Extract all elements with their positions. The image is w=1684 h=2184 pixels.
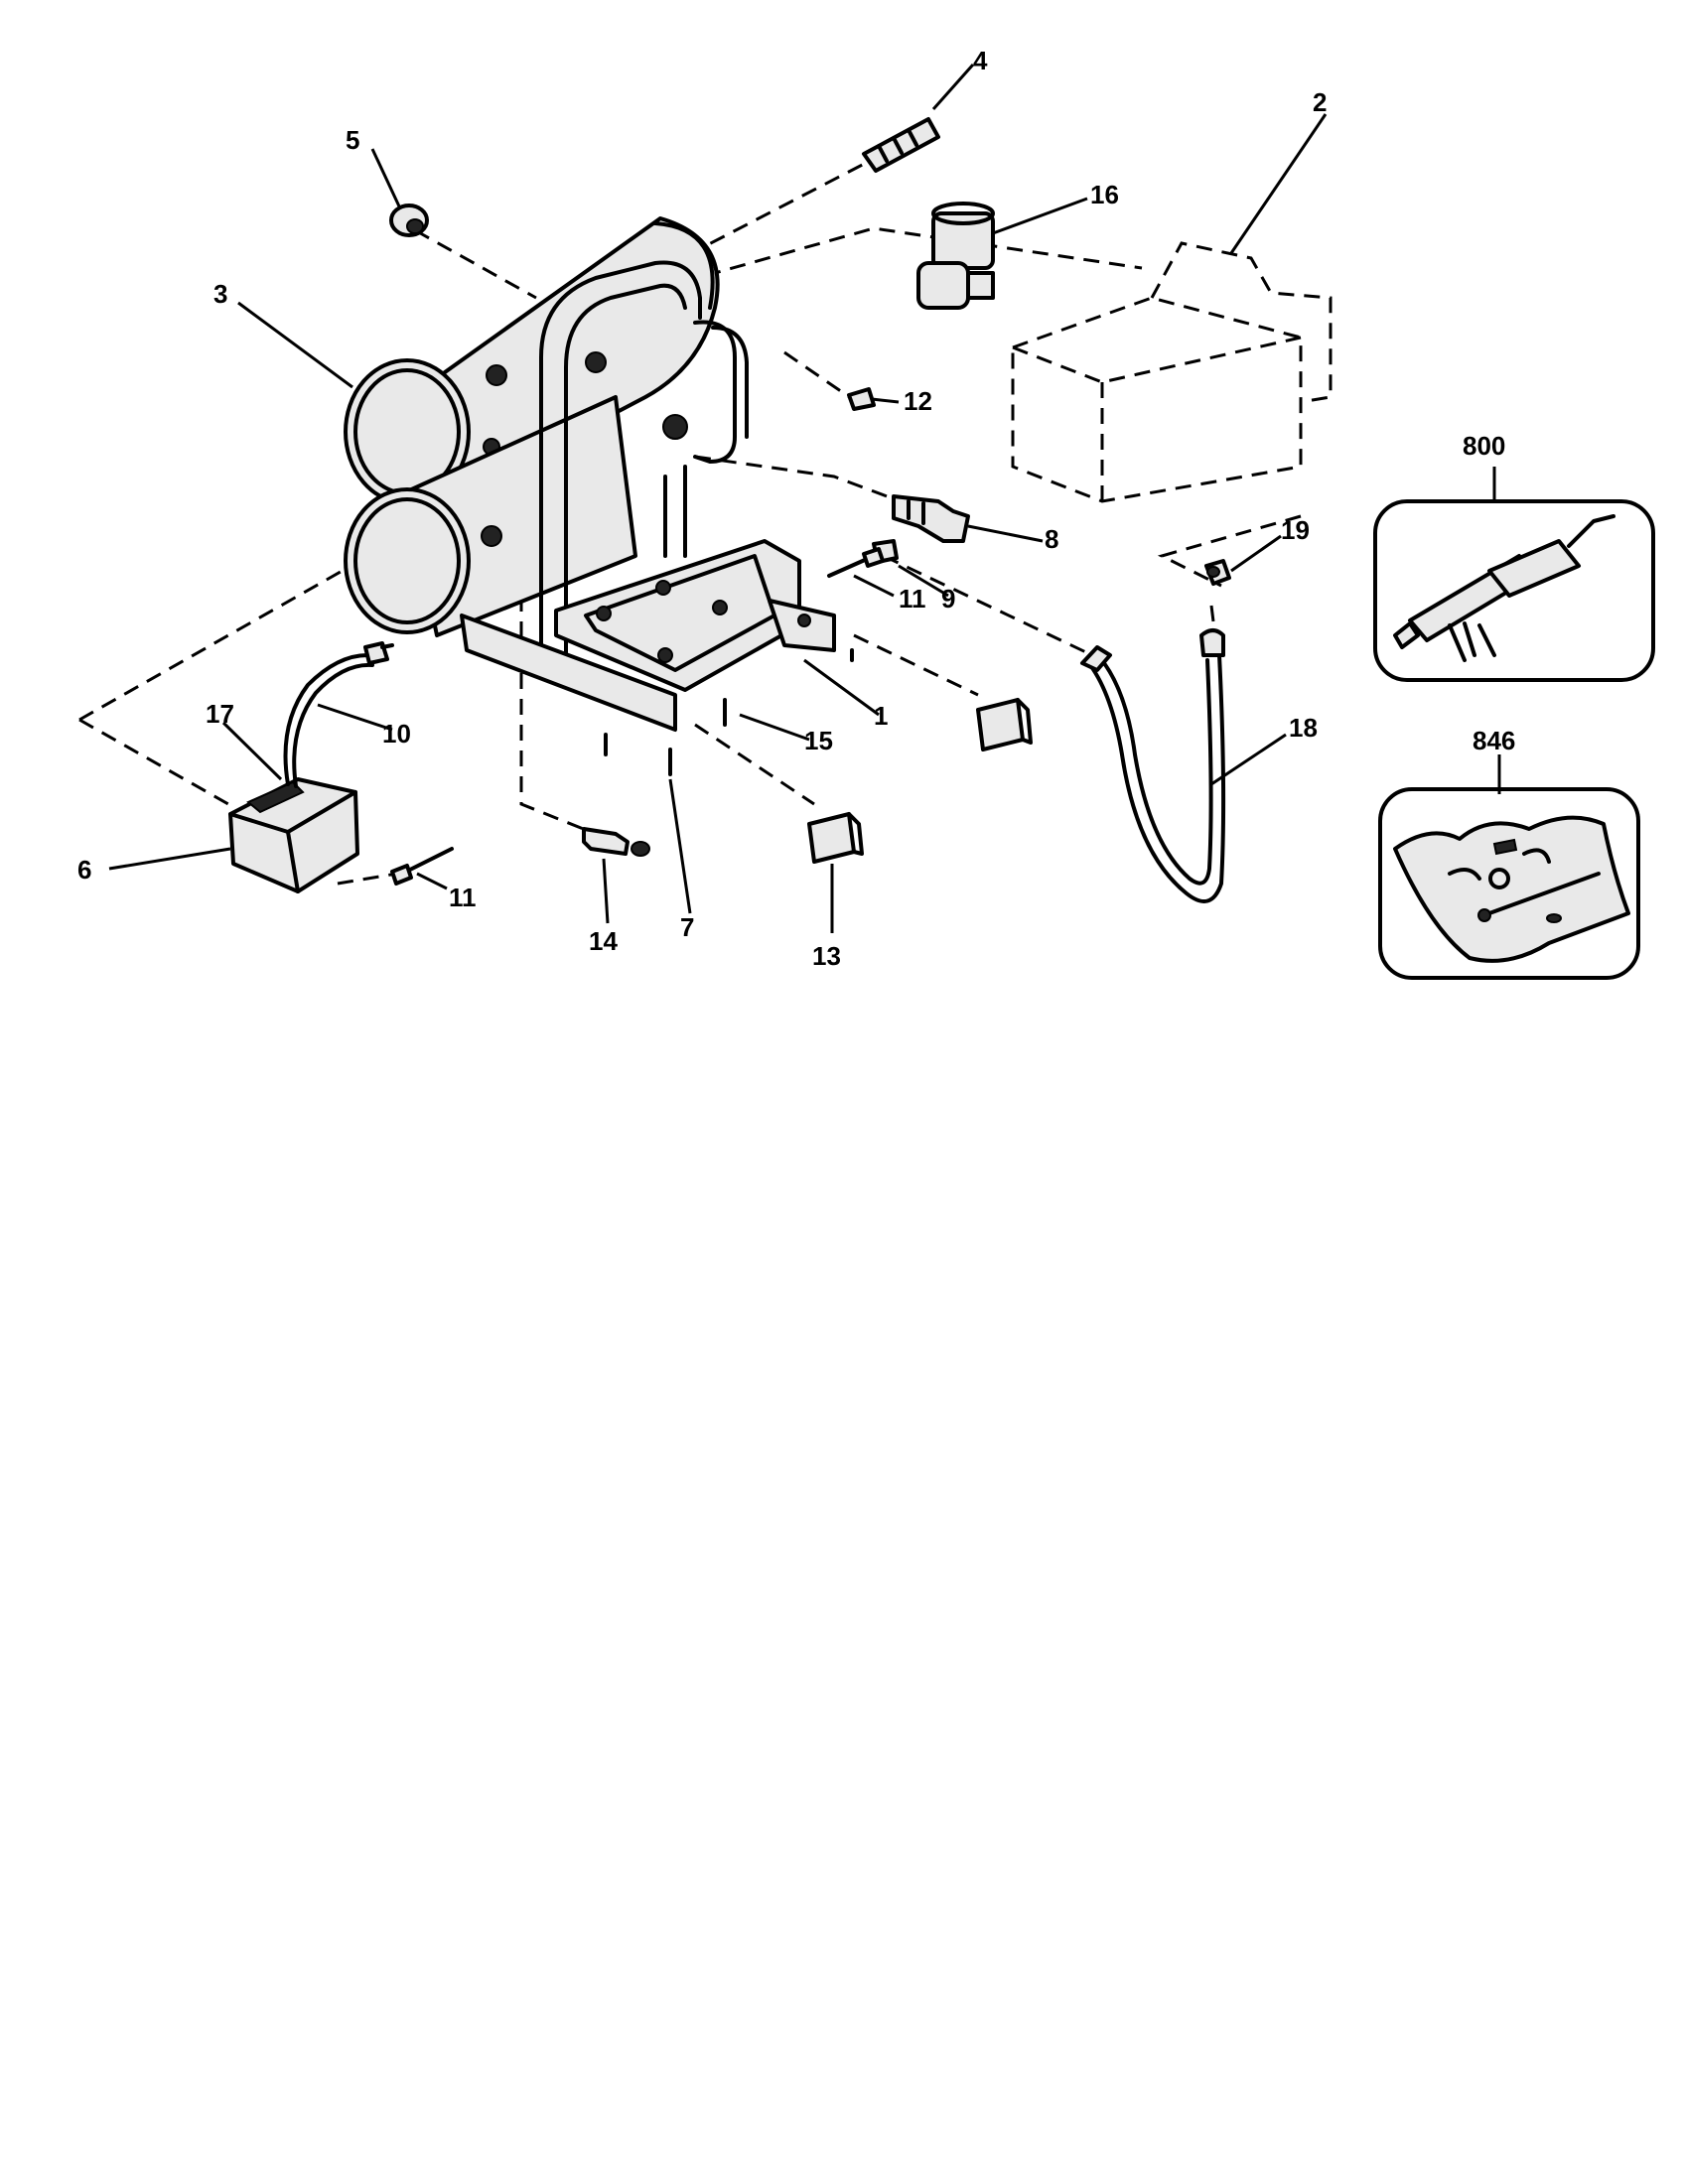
callout-2: 2: [1313, 87, 1327, 117]
pressure-switch-13: [807, 812, 864, 864]
callout-17: 17: [206, 699, 234, 729]
kit-846: [1378, 787, 1640, 980]
callout-4: 4: [973, 46, 988, 75]
callout-13: 13: [812, 941, 841, 971]
callout-3: 3: [213, 279, 227, 309]
handle-frame: [539, 260, 749, 657]
callout-labels: 4 2 5 16 3 12 800 8 19 11 9 1 18 10 15 8…: [77, 46, 1515, 971]
callout-10: 10: [382, 719, 411, 749]
hose-18: [1080, 628, 1226, 903]
callout-12: 12: [904, 386, 932, 416]
callout-19: 19: [1281, 515, 1310, 545]
kit-800: [1373, 499, 1655, 682]
callout-7: 7: [680, 912, 694, 942]
tube-11-lower: [390, 847, 454, 886]
valve-8: [892, 494, 970, 543]
callout-18: 18: [1289, 713, 1318, 743]
lower-tank: [344, 395, 637, 637]
coupler-4: [862, 117, 940, 173]
callout-1: 1: [874, 701, 888, 731]
capacitor-box-6: [228, 777, 359, 893]
foot-bumper-upper: [976, 698, 1033, 751]
fitting-19: [1204, 559, 1231, 586]
callout-9: 9: [941, 584, 955, 614]
leader-lines: [108, 64, 1501, 933]
callout-800: 800: [1463, 431, 1505, 461]
base-skid: [460, 539, 854, 776]
callout-6: 6: [77, 855, 91, 885]
callout-15: 15: [804, 726, 833, 755]
callout-11-lower: 11: [449, 883, 477, 912]
callout-14: 14: [589, 926, 618, 956]
pump-motor-outline: [1011, 241, 1333, 503]
regulator-16: [916, 202, 995, 310]
check-valve-14: [582, 827, 650, 857]
callout-8: 8: [1045, 524, 1058, 554]
callout-846: 846: [1473, 726, 1515, 755]
callout-16: 16: [1090, 180, 1119, 209]
callout-11-upper: 11: [899, 584, 926, 614]
tube-11-upper: [827, 547, 885, 578]
fitting-12: [847, 387, 876, 411]
power-cord-10: [283, 641, 394, 788]
callout-5: 5: [346, 125, 359, 155]
plug-5: [389, 204, 429, 237]
